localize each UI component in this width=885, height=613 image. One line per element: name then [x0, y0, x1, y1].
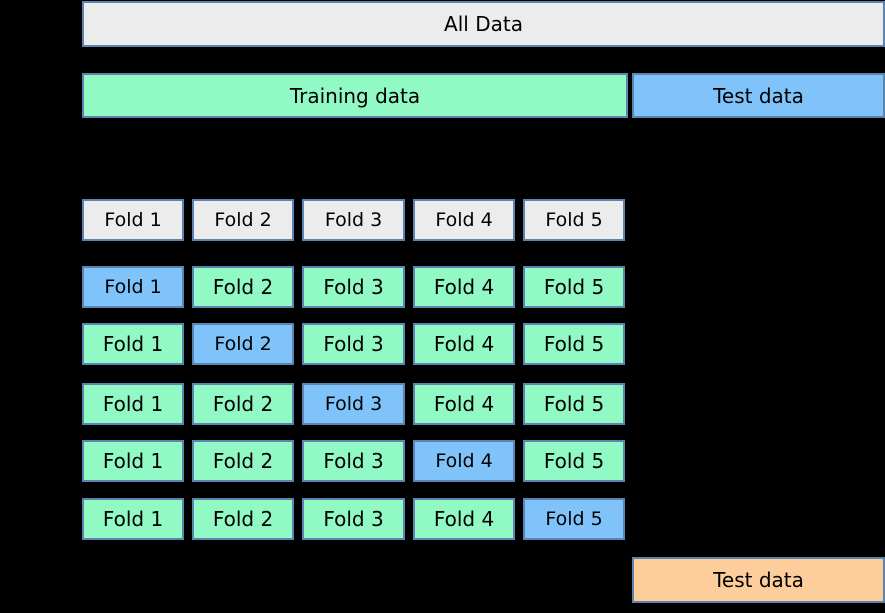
split-1-fold-4: Fold 4 — [413, 266, 515, 308]
split-1-fold-3: Fold 3 — [302, 266, 405, 308]
fold-header-cell-5: Fold 5 — [523, 199, 625, 241]
split-5-fold-4: Fold 4 — [413, 498, 515, 540]
fold-header-cell-1: Fold 1 — [82, 199, 184, 241]
split-1-fold-2: Fold 2 — [192, 266, 294, 308]
split-3-fold-2: Fold 2 — [192, 383, 294, 425]
split-3-fold-4: Fold 4 — [413, 383, 515, 425]
final-test-data-box: Test data — [632, 557, 885, 603]
split-5-fold-5: Fold 5 — [523, 498, 625, 540]
split-3-fold-3: Fold 3 — [302, 383, 405, 425]
fold-header-cell-2: Fold 2 — [192, 199, 294, 241]
training-data-box: Training data — [82, 73, 628, 118]
split-2-fold-1: Fold 1 — [82, 323, 184, 365]
split-2-fold-2: Fold 2 — [192, 323, 294, 365]
split-4-fold-3: Fold 3 — [302, 440, 405, 482]
fold-header-cell-4: Fold 4 — [413, 199, 515, 241]
split-4-fold-5: Fold 5 — [523, 440, 625, 482]
split-3-fold-5: Fold 5 — [523, 383, 625, 425]
all-data-box: All Data — [82, 1, 885, 47]
split-2-fold-3: Fold 3 — [302, 323, 405, 365]
split-5-fold-2: Fold 2 — [192, 498, 294, 540]
split-4-fold-2: Fold 2 — [192, 440, 294, 482]
split-1-fold-5: Fold 5 — [523, 266, 625, 308]
split-2-fold-5: Fold 5 — [523, 323, 625, 365]
split-4-fold-1: Fold 1 — [82, 440, 184, 482]
split-5-fold-3: Fold 3 — [302, 498, 405, 540]
split-3-fold-1: Fold 1 — [82, 383, 184, 425]
test-data-box: Test data — [632, 73, 885, 118]
split-2-fold-4: Fold 4 — [413, 323, 515, 365]
split-1-fold-1: Fold 1 — [82, 266, 184, 308]
split-5-fold-1: Fold 1 — [82, 498, 184, 540]
split-4-fold-4: Fold 4 — [413, 440, 515, 482]
fold-header-cell-3: Fold 3 — [302, 199, 405, 241]
